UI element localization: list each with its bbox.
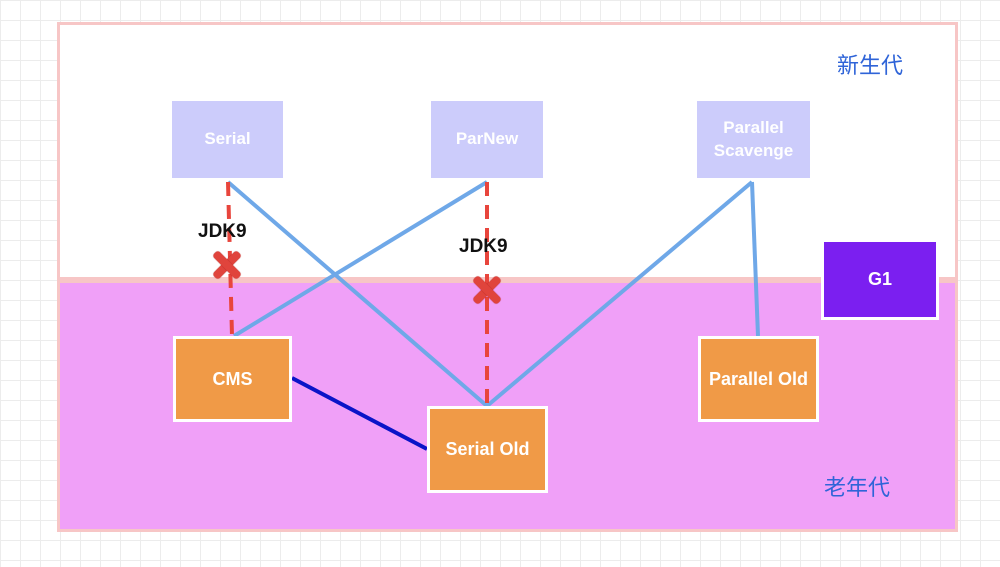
- link-parnew-cms: [232, 180, 489, 338]
- g1-collector: G1: [821, 239, 939, 320]
- removed-cross-icon: [212, 250, 242, 280]
- jdk9-label-parnew-serialold: JDK9: [459, 236, 508, 257]
- parallel-scavenge-collector: Parallel Scavenge: [697, 101, 810, 178]
- serial-old-collector: Serial Old: [427, 406, 548, 493]
- link-cms-serialold-fallback: [291, 376, 428, 451]
- serial-collector: Serial: [172, 101, 283, 178]
- link-pscav-parold: [750, 181, 760, 337]
- removed-cross-icon: [472, 275, 502, 305]
- jdk9-label-serial-cms: JDK9: [198, 221, 247, 242]
- cms-collector: CMS: [173, 336, 292, 422]
- parnew-collector: ParNew: [431, 101, 543, 178]
- link-serial-serialold: [226, 180, 489, 408]
- old-generation-label: 老年代: [824, 476, 891, 501]
- link-pscav-serialold: [485, 180, 754, 408]
- young-generation-label: 新生代: [837, 54, 904, 79]
- parallel-old-collector: Parallel Old: [698, 336, 819, 422]
